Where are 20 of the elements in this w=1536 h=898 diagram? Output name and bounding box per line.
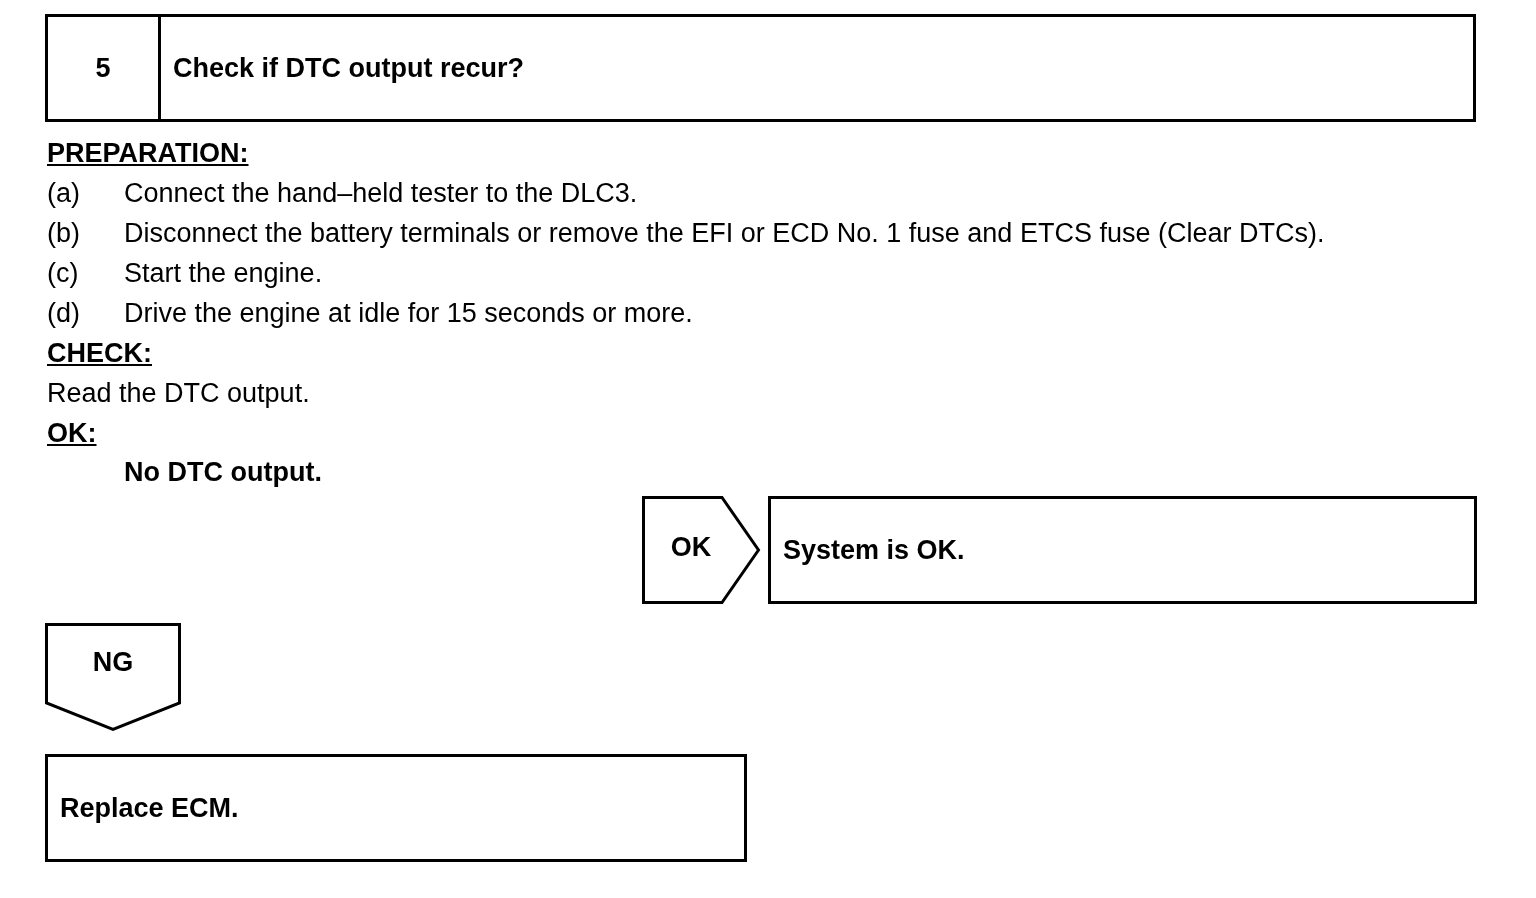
list-marker: (c) bbox=[47, 257, 79, 289]
section-heading: CHECK: bbox=[47, 337, 152, 369]
section-heading: OK: bbox=[47, 417, 97, 449]
result-box: System is OK. bbox=[768, 496, 1477, 604]
instruction-text: Disconnect the battery terminals or remove the EFI or ECD No. 1 fuse and ETCS fuse (Clear DTCs). bbox=[124, 217, 1325, 249]
instruction-text: Read the DTC output. bbox=[47, 377, 310, 409]
result-chevron: NG bbox=[45, 623, 181, 731]
instruction-text: Drive the engine at idle for 15 seconds or more. bbox=[124, 297, 693, 329]
list-marker: (b) bbox=[47, 217, 80, 249]
step-title: Check if DTC output recur? bbox=[173, 52, 524, 84]
result-chevron: OK bbox=[642, 496, 760, 604]
list-marker: (d) bbox=[47, 297, 80, 329]
result-box: Replace ECM. bbox=[45, 754, 747, 862]
step-header-box bbox=[45, 14, 1476, 122]
instruction-text: Start the engine. bbox=[124, 257, 323, 289]
criterion-text: No DTC output. bbox=[124, 456, 322, 488]
instruction-text: Connect the hand–held tester to the DLC3. bbox=[124, 177, 638, 209]
step-number: 5 bbox=[94, 52, 112, 84]
section-heading: PREPARATION: bbox=[47, 137, 249, 169]
list-marker: (a) bbox=[47, 177, 80, 209]
